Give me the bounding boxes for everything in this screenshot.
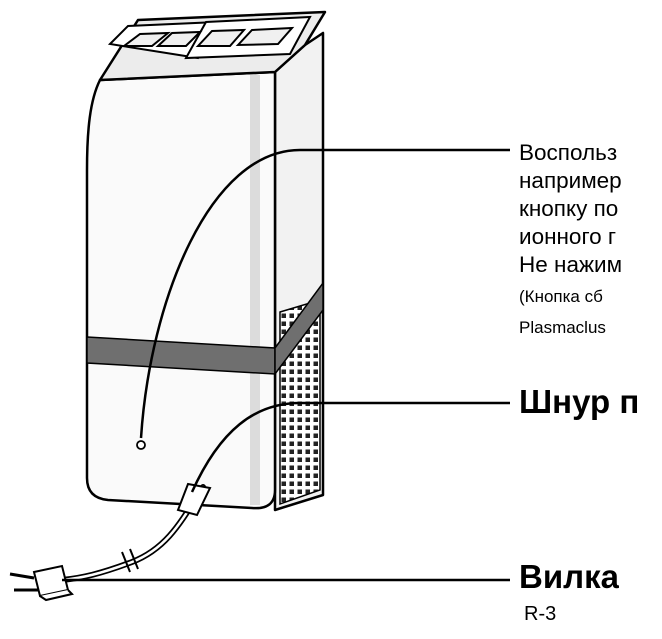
grey-band-side (274, 280, 324, 377)
power-plug (9, 564, 74, 602)
reset-callout-line-1: Воспольз (519, 140, 618, 165)
reset-callout-line (139, 148, 510, 439)
reset-callout-note-2: Plasmaclus (519, 318, 606, 337)
cord-callout-line (190, 401, 510, 493)
reset-callout-line-4: ионного г (519, 224, 617, 249)
reset-button-hole (136, 440, 146, 450)
reset-callout-line-2: например (519, 168, 622, 193)
cord-callout-label: Шнур п (519, 383, 640, 420)
reset-callout-note-1: (Кнопка сб (519, 287, 603, 306)
plug-callout-label: Вилка (519, 558, 619, 595)
page-number: R-3 (524, 603, 557, 625)
top-outlet-grille (107, 15, 312, 60)
reset-callout-line-5: Не нажим (519, 252, 623, 277)
reset-callout-line-3: кнопку по (519, 196, 619, 221)
cord-strain-relief (176, 482, 212, 517)
unit-front-face (85, 70, 277, 510)
cord-break-marks (121, 548, 139, 573)
